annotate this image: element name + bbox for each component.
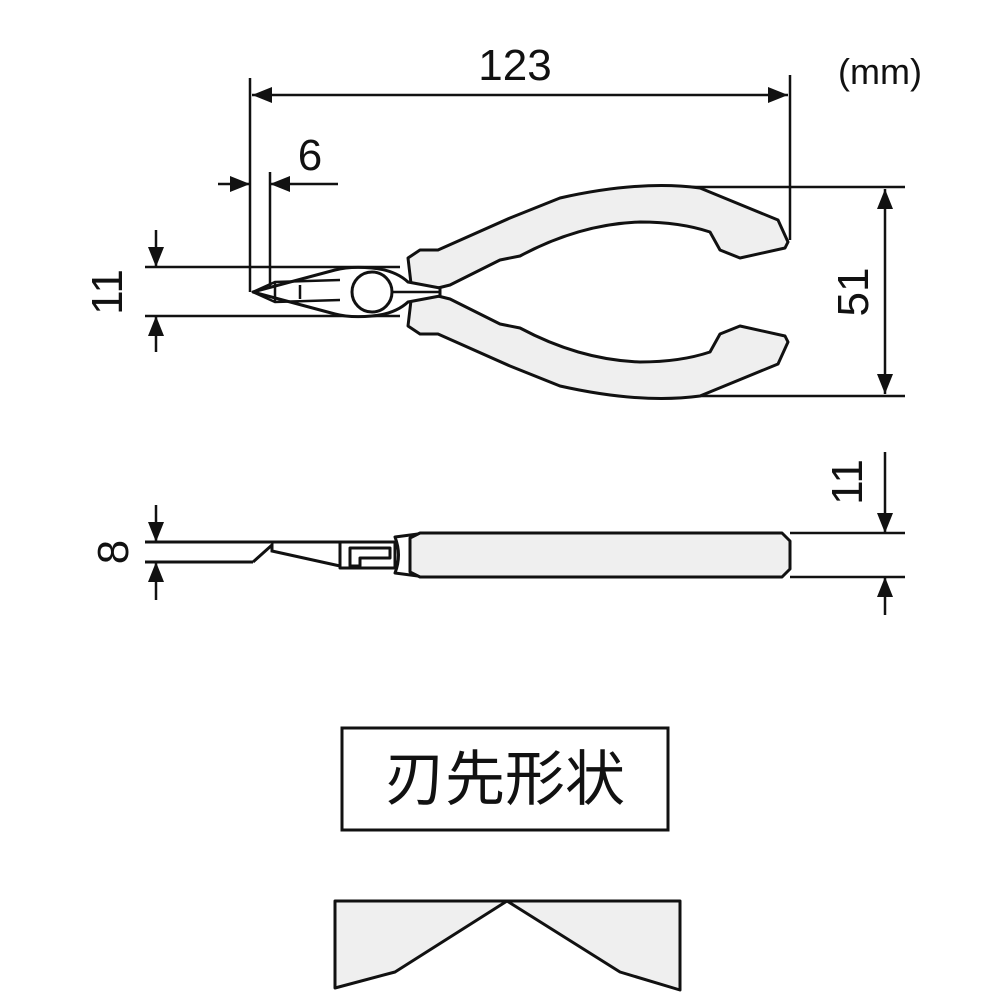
head-width-label: 11 bbox=[83, 269, 132, 315]
handle-span-label: 51 bbox=[829, 268, 878, 317]
pliers-top-view bbox=[251, 184, 790, 400]
tip-length-label: 6 bbox=[298, 131, 322, 180]
pivot-joint bbox=[350, 270, 394, 314]
section-label: 刃先形状 bbox=[385, 745, 625, 815]
lower-handle bbox=[406, 290, 790, 400]
dimension-overall-length: 123 bbox=[248, 41, 792, 292]
upper-handle bbox=[406, 184, 790, 294]
overall-length-label: 123 bbox=[478, 41, 551, 90]
unit-label: (mm) bbox=[838, 51, 922, 92]
side-handle bbox=[408, 531, 792, 579]
pliers-side-view: 8 11 bbox=[89, 452, 905, 615]
jaw-thickness-label: 8 bbox=[89, 540, 138, 564]
dimension-tip-length: 6 bbox=[218, 131, 338, 292]
section-label-box: 刃先形状 bbox=[340, 726, 670, 832]
blade-edge-shape bbox=[333, 899, 682, 992]
handle-thickness-label: 11 bbox=[823, 459, 872, 505]
